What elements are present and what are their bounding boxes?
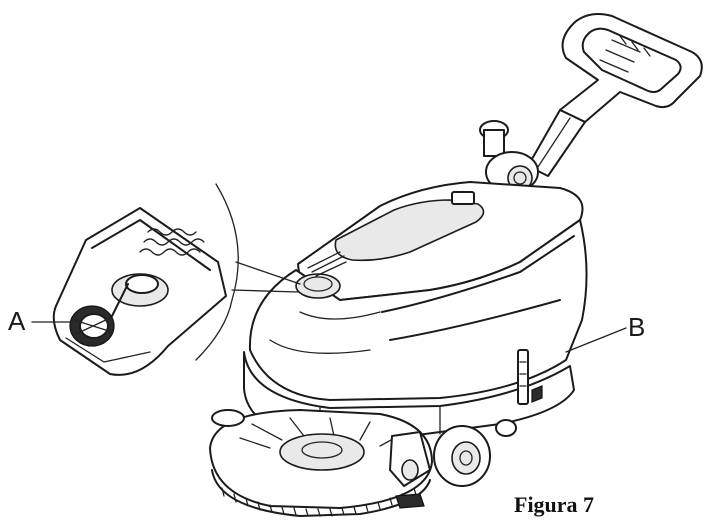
detail-inset — [52, 183, 301, 376]
callout-a-label: A — [8, 306, 26, 336]
rear-wheel — [433, 425, 491, 487]
callout-b: B — [565, 312, 645, 353]
handle-assembly — [527, 13, 703, 177]
callout-a: A — [8, 306, 71, 336]
brush-deck — [209, 409, 433, 517]
machine-body — [243, 181, 588, 441]
figure-caption: Figura 7 — [514, 492, 594, 517]
squeegee-wheel — [495, 419, 517, 437]
top-valve — [479, 120, 539, 193]
callout-b-label: B — [628, 312, 645, 342]
